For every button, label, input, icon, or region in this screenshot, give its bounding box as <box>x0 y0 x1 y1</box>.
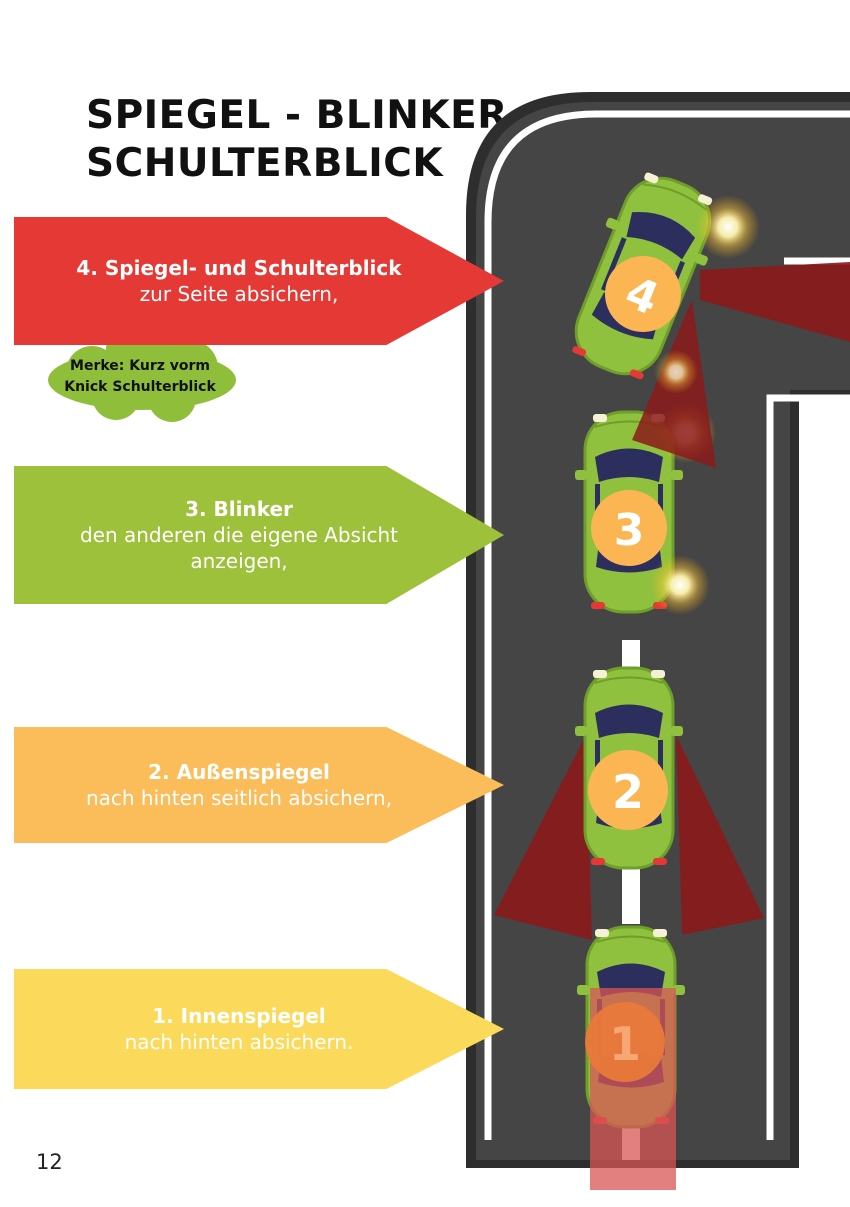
step-badge-3 <box>591 490 667 566</box>
step-badge-2 <box>588 750 668 830</box>
step-3-heading: 3. Blinker <box>185 497 293 521</box>
step-3-text-line-1: den anderen die eigene Absicht <box>79 523 399 547</box>
step-1-heading: 1. Innenspiegel <box>152 1004 326 1028</box>
page-number: 12 <box>36 1150 63 1174</box>
badge-number-2: 2 <box>612 765 644 819</box>
note-text: Merke: Kurz vorm Knick Schulterblick <box>60 356 220 398</box>
step-badge-1 <box>585 1002 665 1082</box>
view-cone-right <box>676 735 764 935</box>
step-3-arrow: 3. Blinker den anderen die eigene Absich… <box>14 466 504 604</box>
badge-number-1: 1 <box>609 1017 641 1071</box>
step-4-text: zur Seite absichern, <box>139 282 339 306</box>
note-line-2: Knick Schulterblick <box>64 379 216 395</box>
note-line-1: Merke: Kurz vorm <box>70 358 210 374</box>
badge-number-3: 3 <box>614 505 645 556</box>
step-2-arrow: 2. Außenspiegel nach hinten seitlich abs… <box>14 727 504 843</box>
view-cone-shoulder <box>700 262 850 342</box>
blinker-glow-4b <box>654 350 698 394</box>
step-1-arrow: 1. Innenspiegel nach hinten absichern. <box>14 969 504 1089</box>
step-2-text: nach hinten seitlich absichern, <box>85 786 393 810</box>
lane-dash <box>622 866 640 924</box>
step-4-arrow: 4. Spiegel- und Schulterblick zur Seite … <box>14 217 504 345</box>
road-edge-line <box>484 110 850 1140</box>
note-cloud <box>48 316 236 422</box>
view-cone-left <box>494 735 592 940</box>
step-badge-4 <box>605 256 681 332</box>
step-1-text: nach hinten absichern. <box>124 1030 354 1054</box>
title-line-2: SCHULTERBLICK <box>86 141 444 186</box>
road-edge-line-inner <box>766 394 850 1140</box>
lane-dash <box>622 640 640 668</box>
step-3-text-line-2: anzeigen, <box>190 549 288 573</box>
page-title: SPIEGEL - BLINKER - SCHULTERBLICK <box>86 92 556 188</box>
step-2-heading: 2. Außenspiegel <box>148 760 330 784</box>
blinker-glow-4 <box>696 195 760 259</box>
blinker-glow-rear <box>650 555 710 615</box>
title-line-1: SPIEGEL - BLINKER - <box>86 93 539 138</box>
step-4-heading: 4. Spiegel- und Schulterblick <box>76 256 402 280</box>
